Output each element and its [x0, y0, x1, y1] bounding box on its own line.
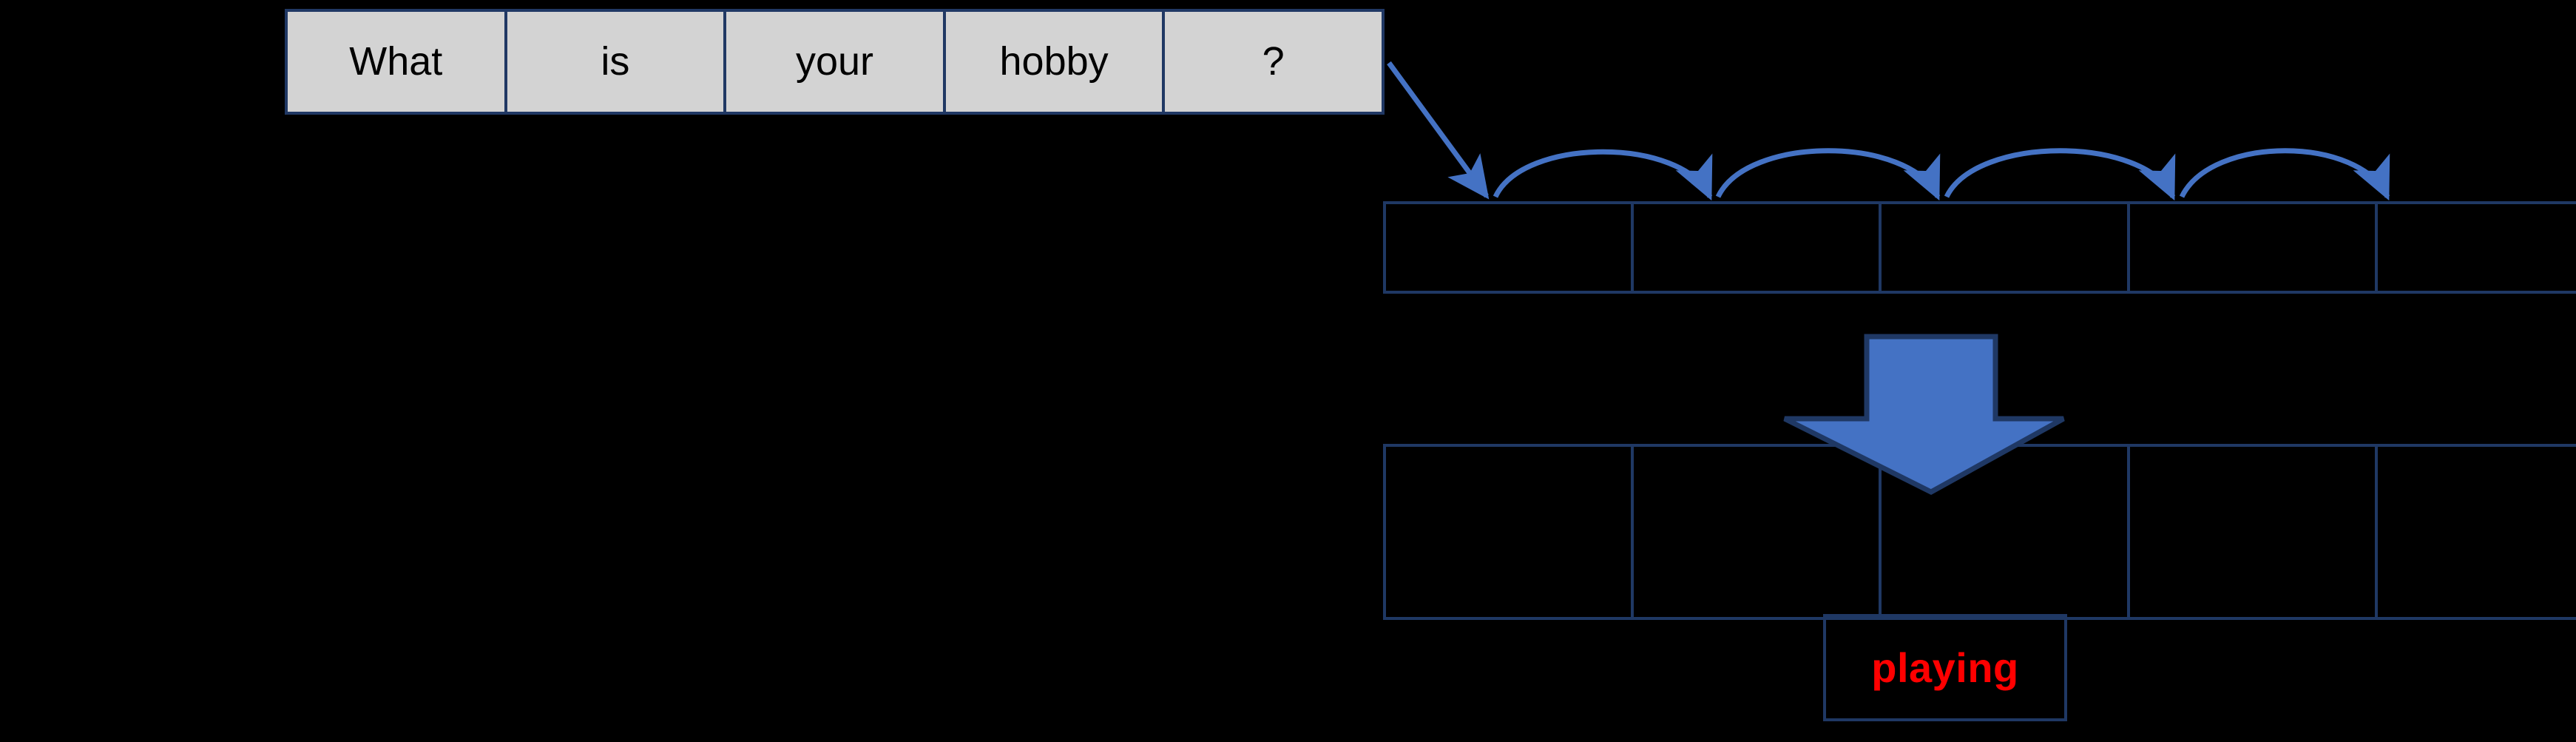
encoder-cell-4	[2374, 201, 2576, 294]
encoder-cell-1	[1631, 201, 1882, 294]
source-cell-1: is	[504, 9, 727, 115]
decoder-cell-2	[1879, 444, 2130, 620]
decoder-cell-1	[1631, 444, 1882, 620]
source-sentence-table: What is your hobby ?	[285, 9, 1385, 115]
source-cell-2: your	[723, 9, 946, 115]
token-hop-arrow-2	[1715, 148, 1941, 201]
predicted-token-cell: playing	[1823, 614, 2067, 721]
decoder-cell-3	[2126, 444, 2378, 620]
table-row	[1382, 201, 2576, 294]
source-cell-0: What	[285, 9, 507, 115]
encoder-cell-0	[1382, 201, 1634, 294]
token-hop-arrow-1	[1492, 149, 1713, 201]
encoder-cell-2	[1879, 201, 2130, 294]
encoder-cell-3	[2126, 201, 2378, 294]
source-cell-3: hobby	[942, 9, 1166, 115]
table-row	[1382, 444, 2576, 620]
source-to-encoder-arrow	[1387, 61, 1490, 200]
decoder-cell-4	[2374, 444, 2576, 620]
source-cell-4: ?	[1162, 9, 1385, 115]
encoder-slots-table	[1382, 201, 2576, 294]
decoder-cell-0	[1382, 444, 1634, 620]
predicted-token-label: playing	[1871, 644, 2019, 691]
decoder-slots-table	[1382, 444, 2576, 620]
token-hop-arrow-3	[1944, 148, 2176, 201]
table-row: What is your hobby ?	[285, 9, 1385, 115]
token-hop-arrow-4	[2179, 148, 2390, 201]
